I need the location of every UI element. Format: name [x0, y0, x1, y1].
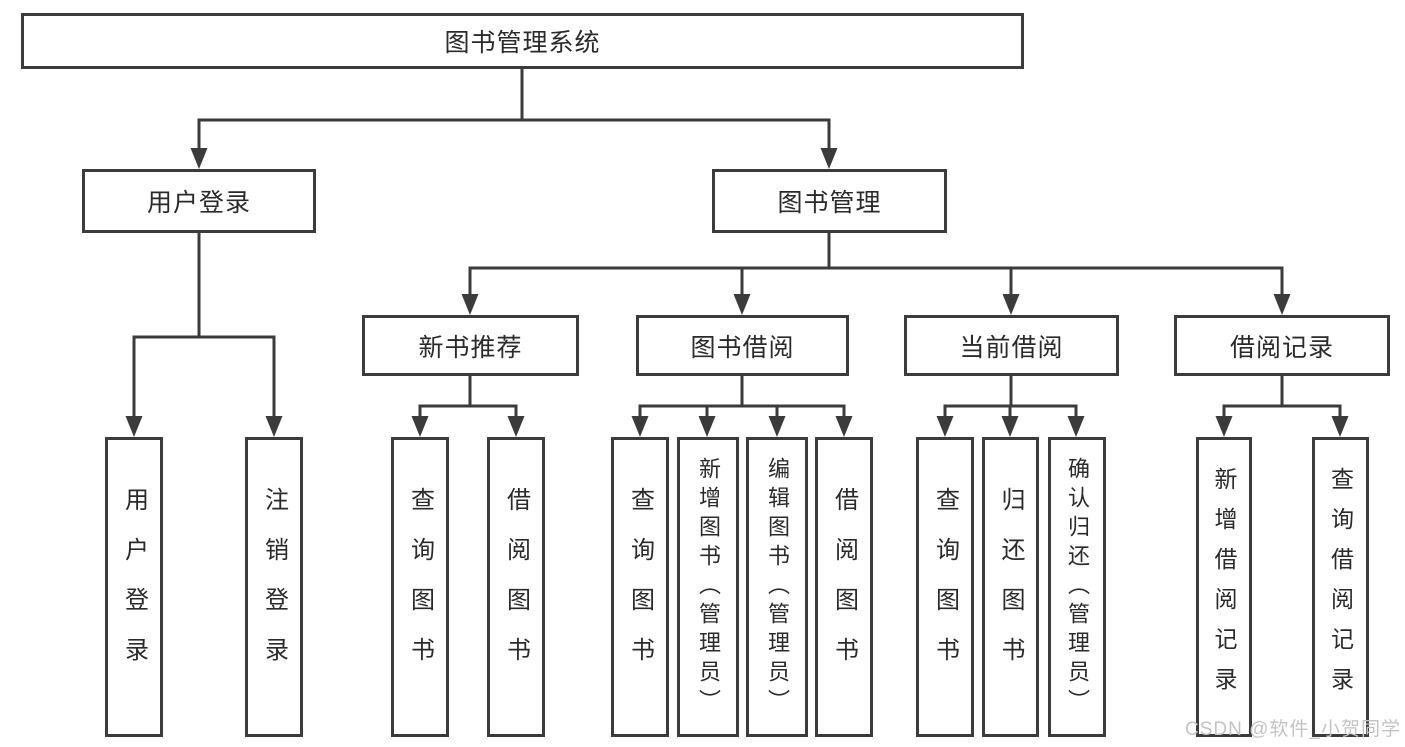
- leaf-query-books-borrow: 查询图书: [611, 437, 669, 737]
- arrow-down-icon: [835, 416, 853, 437]
- leaf-label: 新增借阅记录: [1211, 467, 1237, 707]
- node-label: 借阅记录: [1229, 333, 1334, 362]
- arrow-down-icon: [411, 416, 429, 437]
- connector-book-management: [468, 232, 1284, 294]
- leaf-label: 查询图书: [406, 487, 434, 687]
- leaf-query-borrow-record: 查询借阅记录: [1312, 437, 1369, 737]
- node-borrow-records: 借阅记录: [1174, 315, 1390, 376]
- arrow-down-icon: [631, 416, 649, 437]
- arrow-down-icon: [1273, 294, 1291, 315]
- leaf-return-books: 归还图书: [982, 437, 1039, 737]
- leaf-label: 编辑图书（管理员）: [765, 456, 790, 718]
- node-book-management: 图书管理: [712, 169, 947, 233]
- node-label: 图书管理: [777, 189, 882, 217]
- arrow-down-icon: [698, 416, 716, 437]
- arrow-down-icon: [1067, 416, 1085, 437]
- node-label: 用户登录: [146, 189, 251, 217]
- leaf-label: 查询图书: [931, 487, 959, 687]
- arrow-down-icon: [190, 148, 208, 169]
- arrow-down-icon: [265, 416, 283, 437]
- leaf-label: 用户登录: [120, 487, 148, 687]
- leaf-add-borrow-record: 新增借阅记录: [1196, 437, 1252, 737]
- leaf-label: 注销登录: [260, 487, 288, 687]
- leaf-edit-book-admin: 编辑图书（管理员）: [746, 437, 808, 737]
- node-label: 图书借阅: [690, 333, 795, 362]
- node-label: 当前借阅: [959, 333, 1064, 362]
- connector-user-login: [132, 232, 276, 416]
- node-user-login: 用户登录: [82, 169, 316, 233]
- arrow-down-icon: [1001, 416, 1019, 437]
- arrow-down-icon: [125, 416, 143, 437]
- node-book-borrow: 图书借阅: [636, 315, 849, 376]
- leaf-label: 新增图书（管理员）: [696, 456, 721, 718]
- connector-records: [1222, 375, 1342, 416]
- leaf-add-book-admin: 新增图书（管理员）: [677, 437, 739, 737]
- leaf-borrow-books-borrow: 借阅图书: [815, 437, 873, 737]
- arrow-down-icon: [1331, 416, 1349, 437]
- leaf-label: 查询图书: [626, 487, 654, 687]
- arrow-down-icon: [733, 294, 751, 315]
- connector-borrow: [638, 375, 846, 416]
- leaf-label: 确认归还（管理员）: [1065, 456, 1090, 718]
- node-label: 图书管理系统: [444, 29, 601, 57]
- arrow-down-icon: [1002, 294, 1020, 315]
- arrow-down-icon: [936, 416, 954, 437]
- connector-current: [943, 375, 1078, 416]
- leaf-borrow-books-newbooks: 借阅图书: [487, 437, 545, 737]
- arrow-down-icon: [768, 416, 786, 437]
- leaf-label: 借阅图书: [830, 487, 858, 687]
- leaf-label: 借阅图书: [502, 487, 530, 687]
- leaf-logout: 注销登录: [245, 437, 303, 737]
- arrow-down-icon: [507, 416, 525, 437]
- node-current-borrow: 当前借阅: [904, 315, 1119, 376]
- arrow-down-icon: [1215, 416, 1233, 437]
- leaf-query-books-current: 查询图书: [916, 437, 974, 737]
- leaf-label: 归还图书: [997, 487, 1024, 687]
- leaf-query-books-newbooks: 查询图书: [391, 437, 449, 737]
- arrow-down-icon: [820, 148, 838, 169]
- arrow-down-icon: [461, 294, 479, 315]
- node-library-system: 图书管理系统: [21, 13, 1024, 69]
- leaf-confirm-return-admin: 确认归还（管理员）: [1048, 437, 1106, 737]
- node-new-book-recommend: 新书推荐: [362, 315, 579, 376]
- connector-new-books: [418, 375, 518, 416]
- leaf-user-login: 用户登录: [105, 437, 163, 737]
- leaf-label: 查询借阅记录: [1327, 467, 1354, 707]
- csdn-watermark: CSDN @软件_小贺同学: [1185, 719, 1401, 740]
- node-label: 新书推荐: [418, 333, 523, 362]
- connector-root: [197, 68, 831, 148]
